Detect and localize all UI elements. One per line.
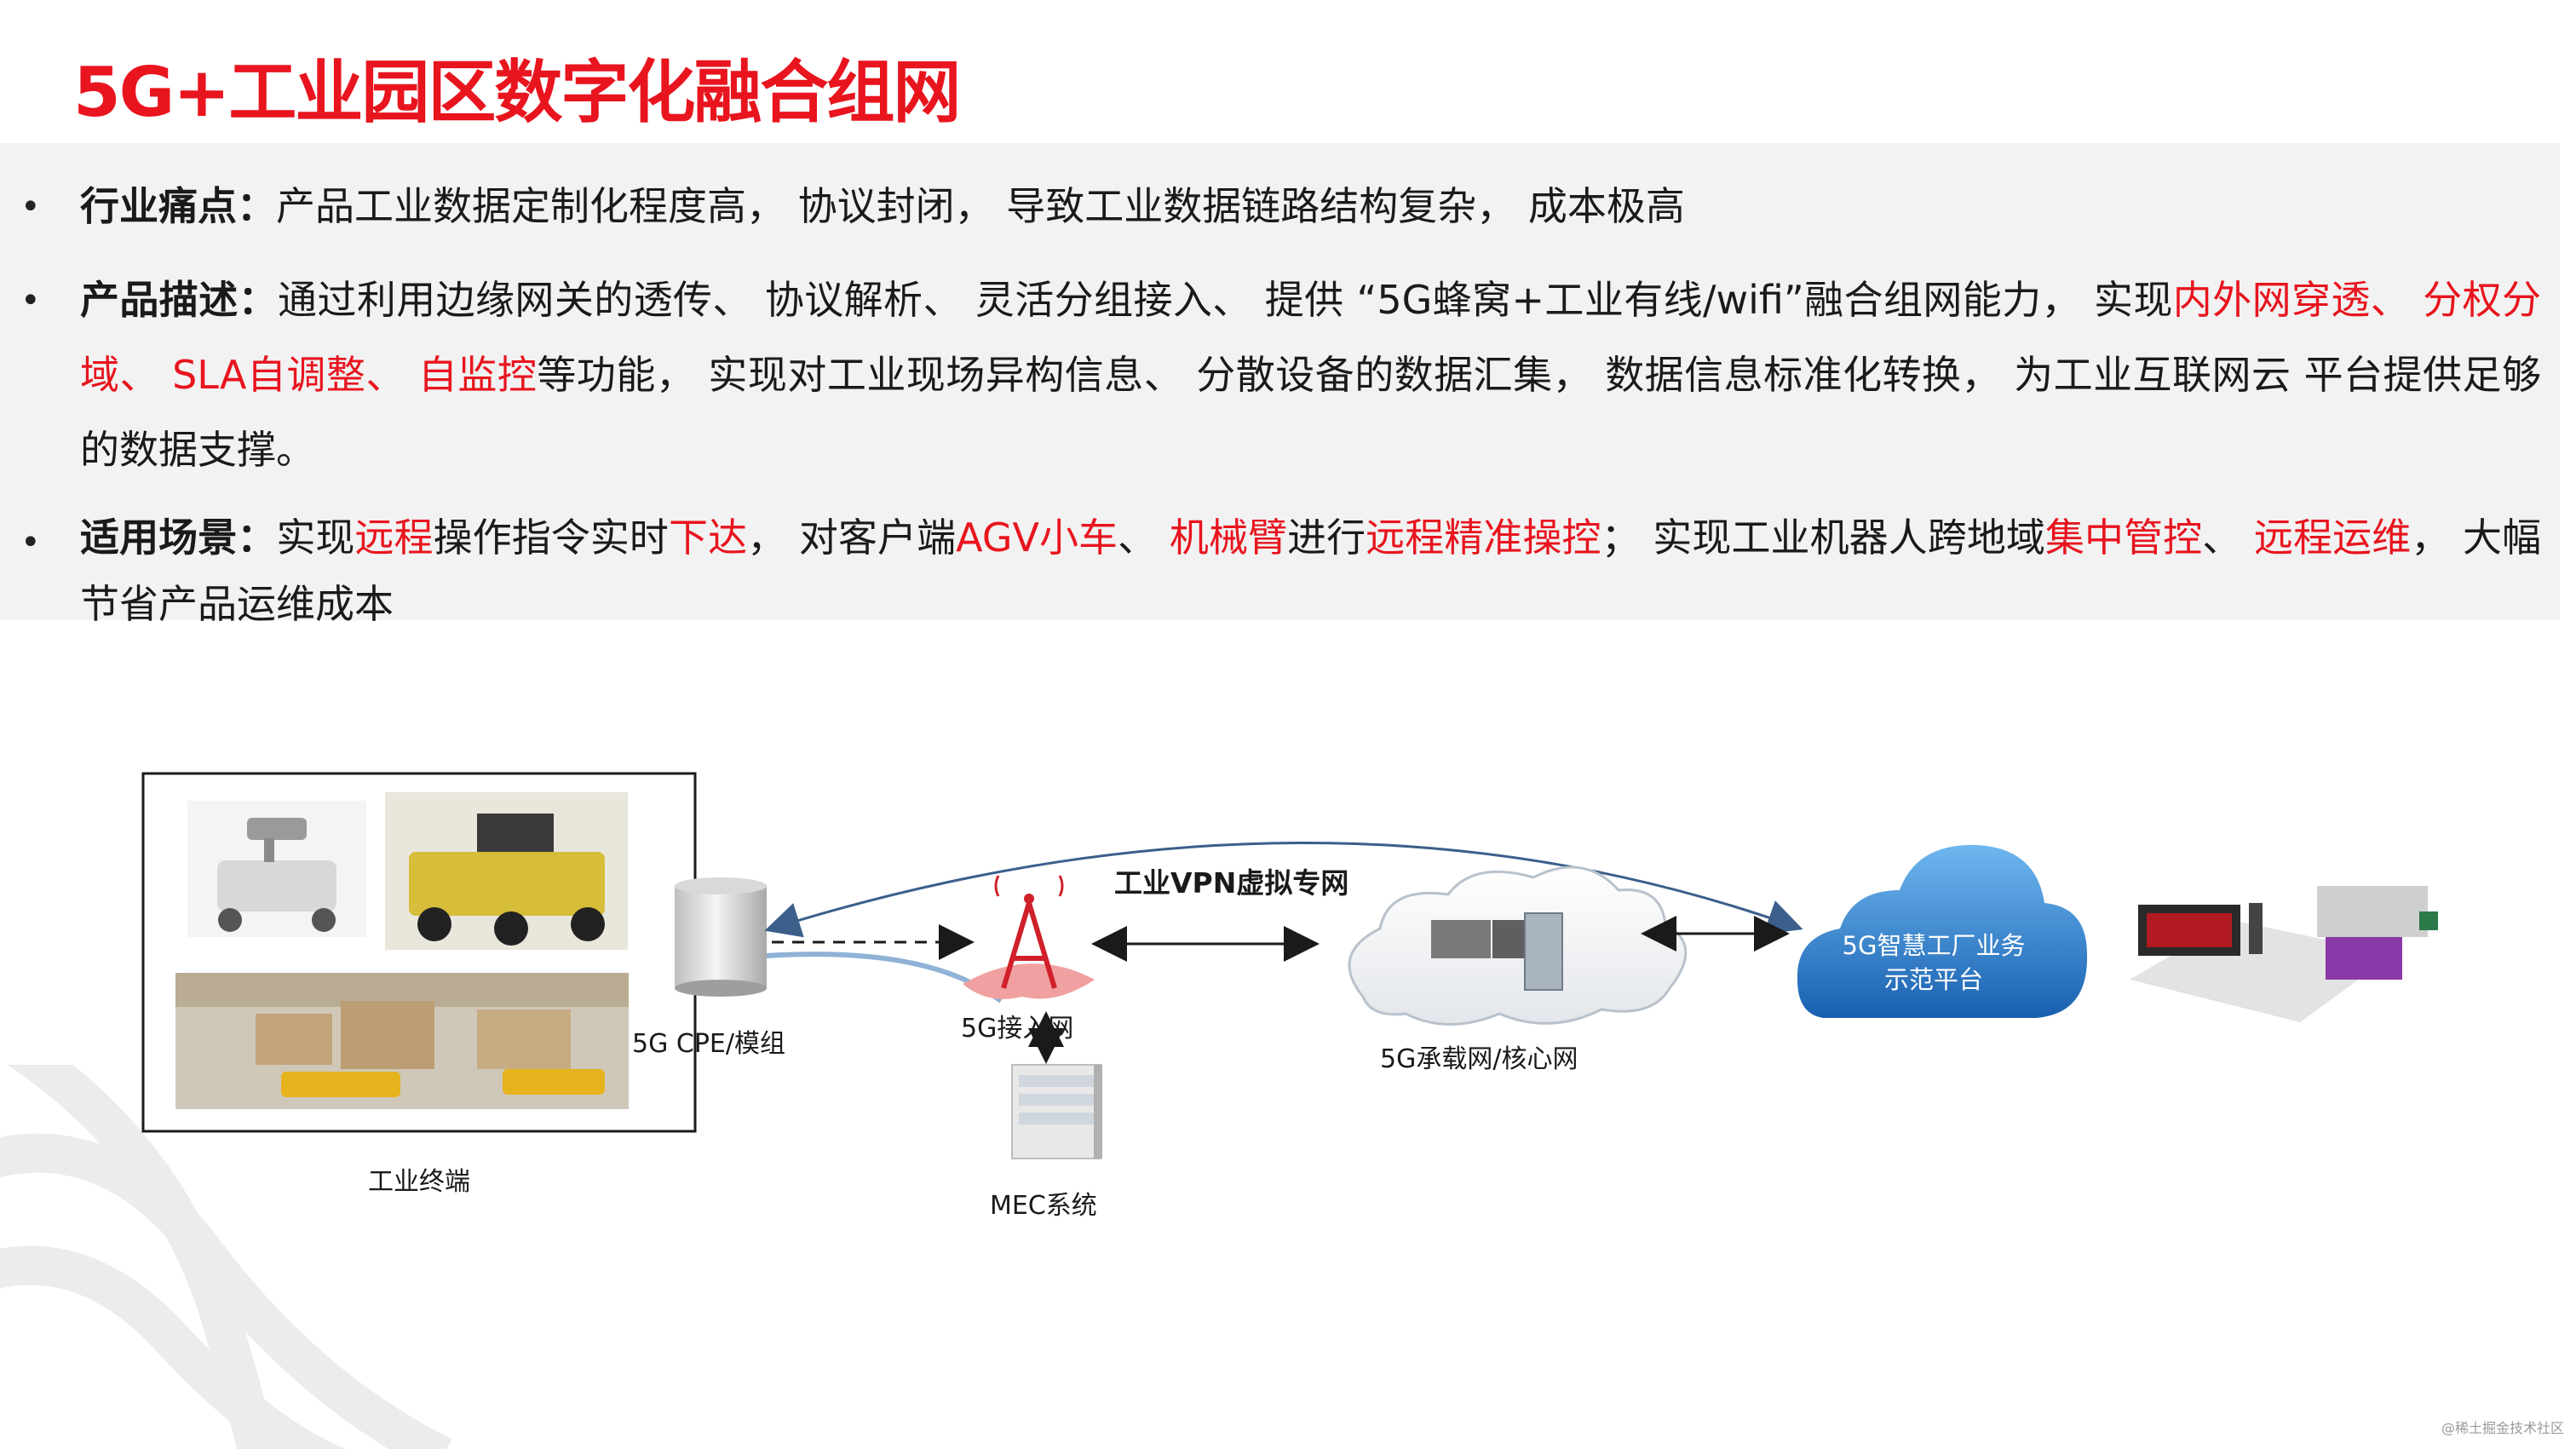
bullet-highlight: 内外网穿透: [2172, 277, 2371, 323]
bullet-highlight: 远程精准操控: [1366, 515, 1601, 561]
agv-robot-photo-icon: [385, 792, 628, 950]
core-network-label: 5G承载网/核心网: [1380, 1044, 1578, 1074]
bullet-dot-icon: •: [20, 187, 41, 227]
cpe-label: 5G CPE/模组: [632, 1029, 785, 1059]
bullet-segment: 操作指令实时: [433, 515, 669, 561]
terminal-label: 工业终端: [368, 1167, 470, 1197]
bullet-text: 产品描述：通过利用边缘网关的透传、 协议解析、 灵活分组接入、 提供 “5G蜂窝…: [80, 262, 2541, 487]
bullet-segment: 产品工业数据定制化程度高， 协议封闭， 导致工业数据链路结构复杂， 成本极高: [276, 183, 1685, 229]
bullet-segment: 实现: [276, 515, 355, 561]
bullet-text: 行业痛点：产品工业数据定制化程度高， 协议封闭， 导致工业数据链路结构复杂， 成…: [80, 169, 2541, 244]
bullet-highlight: 下达: [669, 515, 748, 561]
bullet-segment: 、: [1118, 515, 1170, 561]
core-network-cloud-icon: [1348, 865, 1688, 1026]
bullet-dot-icon: •: [20, 523, 41, 562]
slide-title: 5G+工业园区数字化融合组网: [73, 53, 961, 132]
bullet-highlight: AGV小车: [956, 515, 1118, 561]
bullet-segment: ； 实现工业机器人跨地域: [1601, 515, 2045, 561]
watermark: @稀土掘金技术社区: [2441, 1420, 2564, 1436]
business-platform-label: 5G智慧工厂业务 示范平台: [1806, 929, 2061, 997]
bullet-segment: ， 大幅节省产品运维成本: [80, 515, 2542, 627]
bullet-label: 适用场景：: [80, 515, 277, 561]
link-cpe-mec: [766, 952, 1003, 1003]
bullet-highlight: 机械臂: [1169, 515, 1288, 561]
business-platform-label-line2: 示范平台: [1883, 965, 1983, 994]
bullet-highlight: 远程: [354, 515, 434, 561]
warehouse-agv-photo-icon: [175, 973, 629, 1109]
cpe-device-icon: [675, 877, 767, 997]
base-station-tower-icon: [963, 875, 1095, 999]
description-box: [0, 143, 2560, 620]
bullet-segment: ， 对客户端: [747, 515, 957, 561]
background-swirl-decoration: [0, 1065, 452, 1449]
vpn-label: 工业VPN虚拟专网: [1114, 866, 1349, 900]
bullet-segment: 进行: [1287, 515, 1366, 561]
bullet-highlight: 远程运维: [2254, 515, 2412, 561]
bullet-segment: 通过利用边缘网关的透传、 协议解析、 灵活分组接入、 提供 “5G蜂窝+工业有线…: [278, 277, 2173, 323]
business-platform-label-line1: 5G智慧工厂业务: [1842, 931, 2026, 960]
mec-label: MEC系统: [990, 1191, 1097, 1221]
bullet-segment: 、: [2202, 515, 2254, 561]
bullet-highlight: 、 分权分域、 SLA自调整、 自监控: [80, 277, 2542, 398]
access-network-label: 5G接入网: [961, 1014, 1074, 1044]
factory-illustration-icon: [2130, 886, 2438, 1022]
bullet-label: 产品描述：: [80, 277, 279, 323]
bullet-highlight: 集中管控: [2044, 515, 2203, 561]
bullet-text: 适用场景：实现远程操作指令实时下达， 对客户端AGV小车、 机械臂进行远程精准操…: [80, 504, 2541, 637]
mec-server-icon: [1011, 1064, 1102, 1159]
inspection-robot-icon: [187, 801, 366, 937]
bullet-segment: 等功能， 实现对工业现场异构信息、 分散设备的数据汇集， 数据信息标准化转换， …: [80, 352, 2541, 473]
bullet-dot-icon: •: [20, 281, 41, 320]
bullet-label: 行业痛点：: [80, 183, 276, 229]
arc-cpe-to-cloud: [764, 842, 1803, 938]
business-platform-cloud-icon: [1797, 844, 2088, 1018]
